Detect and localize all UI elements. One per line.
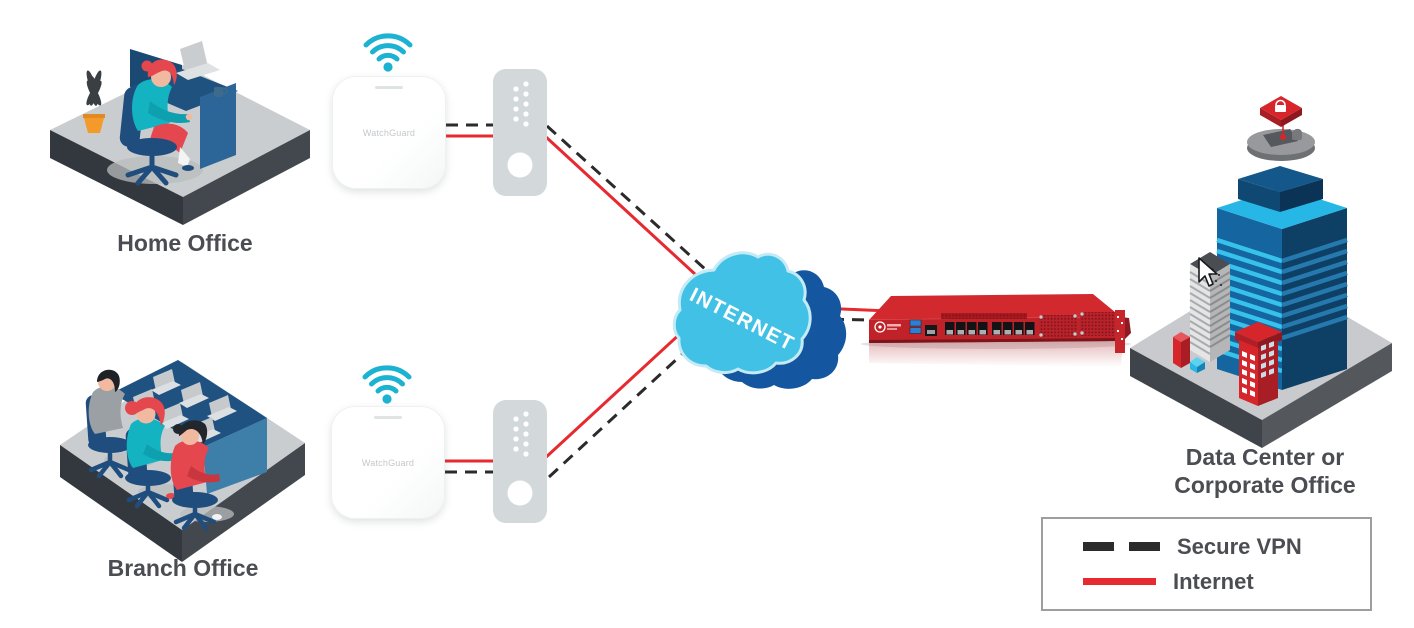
penthouse-top (1238, 166, 1323, 192)
ap-vent-slot (375, 86, 403, 89)
gray-building (1189, 252, 1231, 362)
plant (83, 70, 105, 133)
person-home-worker (119, 59, 194, 186)
person-gray-shirt (85, 369, 156, 479)
red-window-tower (1235, 322, 1282, 406)
small-red-building (1173, 332, 1190, 368)
legend-item-internet: Internet (1083, 569, 1370, 595)
firewall-top-face (869, 294, 1121, 320)
watchguard-logo: WatchGuard (361, 457, 415, 468)
person-red-shirt (170, 420, 234, 531)
secure-vpn-label: Secure VPN (1177, 533, 1302, 559)
internet-line-swatch (1083, 578, 1156, 585)
branch-access-point: WatchGuard (331, 406, 445, 519)
router-leds (513, 81, 529, 127)
platform-side-left (1130, 348, 1262, 448)
firewall-logo (874, 321, 901, 333)
wifi-icon (363, 33, 413, 72)
data-center-illustration (1115, 96, 1392, 448)
cloud-face (672, 251, 812, 375)
watchguard-logo: WatchGuard (362, 127, 416, 138)
legend: Secure VPN Internet (1041, 517, 1372, 611)
person-teal-shirt (125, 397, 192, 509)
vent-panels (1039, 311, 1121, 337)
management-port (925, 325, 937, 336)
blue-skyscraper (1216, 166, 1348, 390)
platform-side-left (60, 445, 182, 562)
branch-router (493, 400, 547, 523)
security-disc (1247, 120, 1315, 161)
platform-side-right (1262, 343, 1392, 448)
home-office-label: Home Office (117, 230, 253, 256)
platform-side-right (183, 130, 310, 225)
home-router (493, 69, 547, 196)
home-access-point: WatchGuard (332, 76, 446, 189)
internet-line-home-router-cloud (544, 135, 711, 289)
data-center-label-line2: Corporate Office (1174, 472, 1356, 498)
data-center-label: Data Center or Corporate Office (1110, 443, 1414, 499)
coffee-mug (214, 87, 228, 97)
laptop (176, 41, 220, 80)
cyan-cube (1190, 357, 1205, 373)
legend-item-secure-vpn: Secure VPN (1083, 534, 1370, 560)
router-button (507, 152, 533, 178)
firebox-firewall (861, 294, 1131, 367)
data-center-label-line1: Data Center or (1185, 444, 1345, 470)
home-office-illustration (50, 41, 310, 225)
wifi-icon (362, 365, 412, 404)
usb-ports (909, 319, 922, 334)
platform-side-right (182, 443, 305, 562)
internet-cloud: INTERNET (672, 251, 847, 389)
router-leds (513, 411, 529, 457)
branch-office-label: Branch Office (107, 555, 259, 581)
selection-dots (1212, 268, 1222, 286)
vpn-line-home-router-cloud (545, 124, 718, 281)
secure-vpn-line-swatch (1083, 542, 1160, 551)
router-button (507, 480, 533, 506)
penthouse-left (1238, 179, 1280, 212)
firewall-reflection (869, 341, 1123, 367)
branch-office-illustration (60, 360, 305, 562)
penthouse-right (1280, 179, 1323, 212)
internet-label: Internet (1173, 568, 1254, 594)
security-shield-icon (1260, 96, 1302, 127)
firewall-bottom-edge (869, 338, 1123, 343)
cursor-icon (1198, 257, 1218, 287)
ap-vent-slot (374, 416, 402, 419)
edge-red-building (1115, 310, 1125, 353)
ethernet-ports (945, 322, 1035, 335)
